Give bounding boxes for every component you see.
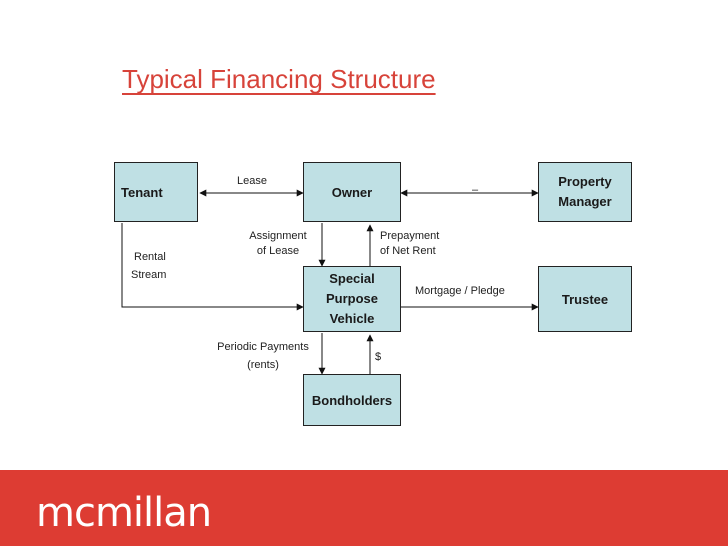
mcmillan-logo: mcmillan (36, 490, 212, 536)
mortgage-label: Mortgage / Pledge (415, 285, 505, 297)
owner-manager-dash: – (472, 184, 479, 196)
lease-label: Lease (237, 175, 267, 187)
prepayment-label-1: Prepayment (380, 230, 440, 242)
rental-stream-label-1: Rental (134, 251, 166, 263)
spv-box: Special Purpose Vehicle (303, 266, 401, 332)
trustee-label: Trustee (561, 291, 609, 307)
dollar-label: $ (375, 351, 382, 363)
rental-stream-label: Rental Stream (131, 248, 166, 284)
periodic-payments-label-1: Periodic Payments (217, 341, 309, 353)
trustee-box: Trustee (538, 266, 632, 332)
bondholders-box: Bondholders (303, 374, 401, 426)
periodic-payments-label-2: (rents) (247, 359, 279, 371)
property-manager-label-1: Property (558, 174, 612, 189)
spv-label-1: Special (329, 271, 375, 286)
bondholders-label: Bondholders (311, 392, 393, 408)
rental-stream-arrow (121, 223, 304, 311)
prepayment-label: Prepayment of Net Rent (380, 229, 439, 259)
periodic-payments-label: Periodic Payments (rents) (208, 338, 318, 374)
assignment-label-2: of Lease (256, 245, 300, 257)
assignment-label: Assignment of Lease (240, 229, 316, 259)
owner-label: Owner (331, 184, 373, 200)
rental-stream-label-2: Stream (131, 269, 167, 281)
property-manager-label-2: Manager (558, 194, 612, 209)
property-manager-box: Property Manager (538, 162, 632, 222)
assignment-label-1: Assignment (249, 230, 307, 242)
spv-label-2: Purpose (325, 291, 378, 306)
footer-bar (0, 470, 728, 546)
prepayment-label-2: of Net Rent (380, 245, 436, 257)
tenant-box: Tenant (114, 162, 198, 222)
page-title: Typical Financing Structure (122, 64, 436, 94)
tenant-label: Tenant (121, 184, 163, 200)
spv-label-3: Vehicle (329, 311, 375, 326)
owner-box: Owner (303, 162, 401, 222)
